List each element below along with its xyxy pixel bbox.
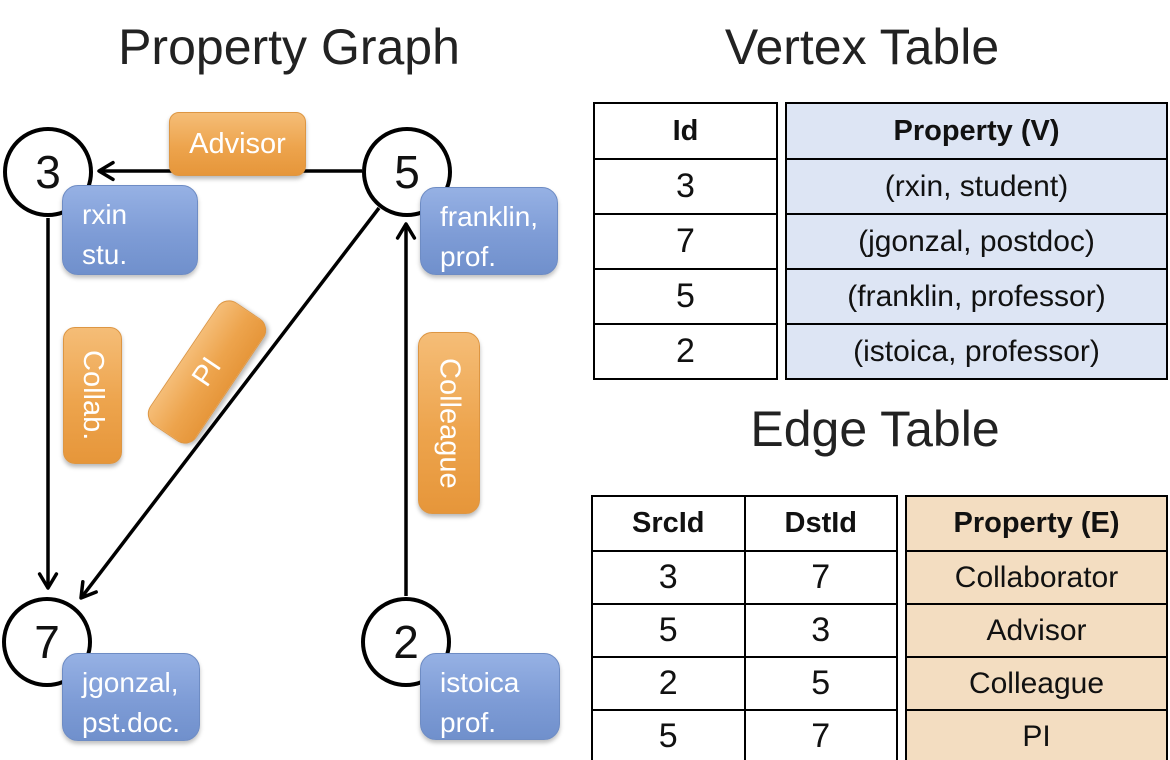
vertex-property-cell: (rxin, student)	[785, 158, 1168, 215]
vertex-property-box-7: jgonzal, pst.doc.	[62, 653, 200, 741]
vertex-property-box-3-line1: rxin	[82, 199, 128, 230]
table-row: 5	[593, 268, 778, 325]
edge-dst-cell: 3	[743, 603, 898, 658]
edge-label-pi-text: PI	[185, 351, 228, 393]
vertex-table-header-property: Property (V)	[785, 102, 1168, 160]
edge-table-id-columns: SrcId DstId 3 7 5 3 2 5 5 7	[591, 495, 898, 760]
edge-src-cell: 2	[591, 656, 746, 711]
vertex-node-5: 5	[362, 127, 452, 217]
vertex-node-2-id: 2	[393, 616, 419, 668]
vertex-property-box-2-line1: istoica	[440, 667, 520, 698]
vertex-property-box-5-line1: franklin,	[440, 201, 539, 232]
edge-label-collab: Collab.	[63, 327, 122, 464]
edge-label-colleague: Colleague	[418, 332, 480, 514]
vertex-table-header-id: Id	[593, 102, 778, 160]
vertex-id-cell: 2	[593, 323, 778, 380]
vertex-property-cell: (franklin, professor)	[785, 268, 1168, 325]
edge-pi-5-to-7	[79, 206, 381, 600]
table-row: 5 3	[591, 603, 898, 658]
vertex-property-box-3: rxin stu.	[62, 185, 198, 275]
vertex-property-cell: (jgonzal, postdoc)	[785, 213, 1168, 270]
edge-src-cell: 3	[591, 550, 746, 605]
table-row: (jgonzal, postdoc)	[785, 213, 1168, 270]
vertex-property-box-5: franklin, prof.	[420, 187, 558, 275]
table-row: 2	[593, 323, 778, 380]
edge-label-advisor: Advisor	[169, 112, 306, 176]
edge-src-cell: 5	[591, 603, 746, 658]
vertex-table-id-column: Id 3 7 5 2	[593, 102, 778, 380]
vertex-property-box-5-line2: prof.	[440, 240, 497, 272]
edge-src-cell: 5	[591, 709, 746, 760]
vertex-node-2: 2	[361, 597, 451, 687]
table-row: (franklin, professor)	[785, 268, 1168, 325]
table-row: Colleague	[905, 656, 1168, 711]
edge-table-header-dstid: DstId	[743, 495, 898, 552]
vertex-table-title: Vertex Table	[724, 19, 1000, 75]
edge-table-title: Edge Table	[750, 401, 1000, 457]
table-row: 3	[593, 158, 778, 215]
vertex-property-box-2: istoica prof.	[420, 653, 560, 740]
vertex-id-cell: 7	[593, 213, 778, 270]
vertex-node-7-id: 7	[34, 616, 60, 668]
table-row: 2 5	[591, 656, 898, 711]
vertex-property-box-7-line1: jgonzal,	[82, 667, 179, 698]
edge-property-cell: Advisor	[905, 603, 1168, 658]
edge-table-header-property: Property (E)	[905, 495, 1168, 552]
edge-property-cell: PI	[905, 709, 1168, 760]
edge-property-cell: Collaborator	[905, 550, 1168, 605]
edge-label-collab-text: Collab.	[77, 350, 109, 441]
edge-label-colleague-text: Colleague	[433, 357, 466, 489]
table-row: Advisor	[905, 603, 1168, 658]
table-row: PI	[905, 709, 1168, 760]
table-row: 3 7	[591, 550, 898, 605]
edge-table-header-srcid: SrcId	[591, 495, 746, 552]
table-row: (rxin, student)	[785, 158, 1168, 215]
vertex-property-box-7-line2: pst.doc.	[82, 706, 181, 738]
vertex-property-box-2-line2: prof.	[440, 706, 497, 738]
edge-table-property-column: Property (E) Collaborator Advisor Collea…	[905, 495, 1168, 760]
property-graph-title: Property Graph	[118, 19, 460, 75]
vertex-property-cell: (istoica, professor)	[785, 323, 1168, 380]
edge-property-cell: Colleague	[905, 656, 1168, 711]
table-row: (istoica, professor)	[785, 323, 1168, 380]
vertex-node-3-id: 3	[35, 146, 61, 198]
table-row: 5 7	[591, 709, 898, 760]
edge-dst-cell: 5	[743, 656, 898, 711]
edge-label-advisor-text: Advisor	[189, 127, 286, 160]
vertex-id-cell: 5	[593, 268, 778, 325]
vertex-table-property-column: Property (V) (rxin, student) (jgonzal, p…	[785, 102, 1168, 380]
edge-dst-cell: 7	[743, 550, 898, 605]
vertex-id-cell: 3	[593, 158, 778, 215]
vertex-node-5-id: 5	[394, 146, 420, 198]
table-row: 7	[593, 213, 778, 270]
vertex-property-box-3-line2: stu.	[82, 238, 128, 270]
graph-edges-svg	[37, 160, 417, 600]
table-row: Collaborator	[905, 550, 1168, 605]
edge-dst-cell: 7	[743, 709, 898, 760]
